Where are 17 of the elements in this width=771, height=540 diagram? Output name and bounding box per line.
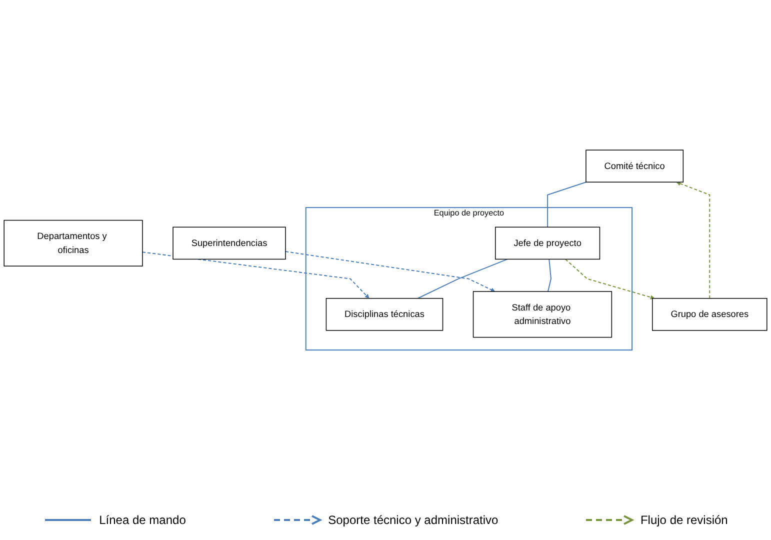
arrow	[285, 251, 496, 292]
arrow	[565, 258, 655, 300]
arrow	[676, 181, 710, 298]
node-box: Departamentos y oficinas	[4, 220, 143, 266]
node-box: Grupo de asesores	[652, 298, 768, 331]
connector	[547, 182, 586, 228]
legend-label: Línea de mando	[99, 513, 186, 527]
node-box: Comité técnico	[586, 150, 684, 182]
arrow	[142, 252, 370, 299]
connector	[418, 258, 508, 299]
legend-label: Flujo de revisión	[640, 513, 728, 527]
node-box: Disciplinas técnicas	[326, 298, 444, 331]
node-box: Jefe de proyecto	[495, 226, 600, 260]
legend-label: Soporte técnico y administrativo	[328, 513, 498, 527]
node-box: Superintendencias	[172, 226, 286, 260]
connector	[547, 259, 552, 292]
node-box: Staff de apoyo administrativo	[472, 291, 612, 338]
